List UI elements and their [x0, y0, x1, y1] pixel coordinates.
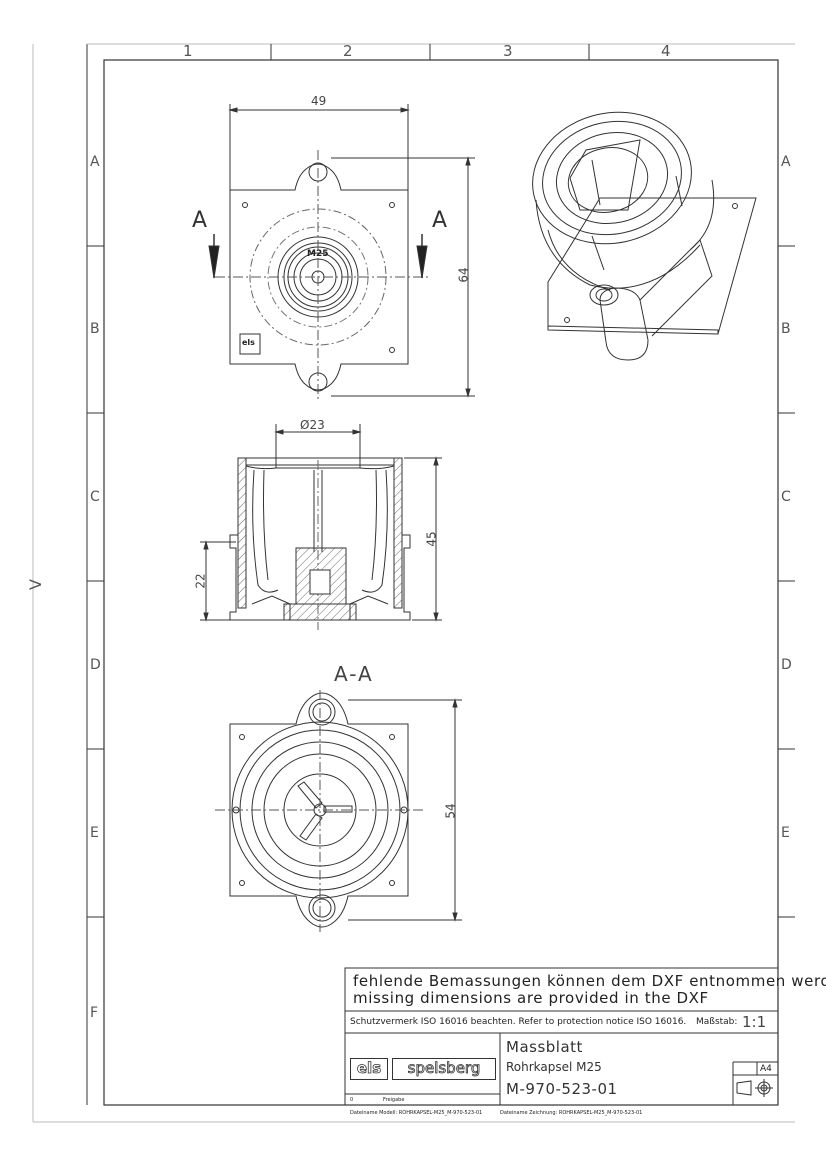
file-model: Dateiname Modell: ROHRKAPSEL-M25_M-970-5…: [350, 1110, 483, 1116]
note-german: fehlende Bemassungen können dem DXF entn…: [353, 972, 826, 990]
grid-row-f-left: F: [90, 1005, 99, 1021]
scale-label: Maßstab:: [696, 1017, 738, 1027]
grid-column-2: 2: [343, 42, 353, 60]
grid-column-1: 1: [183, 42, 193, 60]
part-number: M-970-523-01: [506, 1080, 618, 1098]
dimension-top-width: 49: [311, 94, 327, 108]
grid-column-3: 3: [503, 42, 513, 60]
grid-column-4: 4: [661, 42, 671, 60]
file-drawing: Dateiname Zeichnung: ROHRKAPSEL-M25_M-97…: [500, 1110, 643, 1116]
paper-size: A4: [760, 1064, 772, 1074]
protection-notice: Schutzvermerk ISO 16016 beachten. Refer …: [350, 1017, 687, 1027]
grid-row-b-left: B: [90, 321, 100, 337]
section-mark-left: A: [192, 208, 208, 233]
section-mark-right: A: [432, 208, 448, 233]
grid-row-e-left: E: [90, 825, 99, 841]
scale-value: 1:1: [742, 1013, 767, 1031]
m25-label: M25: [307, 249, 329, 259]
grid-row-e-right: E: [781, 825, 790, 841]
doc-type: Massblatt: [506, 1038, 583, 1056]
logo-brand: spelsberg: [392, 1058, 496, 1080]
grid-row-d-right: D: [781, 657, 792, 673]
section-title: A-A: [334, 662, 374, 686]
grid-row-b-right: B: [781, 321, 791, 337]
logo-mark-small: els: [242, 338, 255, 347]
grid-row-a-right: A: [781, 154, 791, 170]
grid-row-a-left: A: [90, 154, 100, 170]
release-label: Freigabe: [383, 1097, 405, 1103]
grid-row-c-right: C: [781, 489, 791, 505]
product-name: Rohrkapsel M25: [506, 1060, 602, 1074]
brand-logo: els spelsberg: [350, 1058, 496, 1080]
note-english: missing dimensions are provided in the D…: [353, 989, 709, 1007]
dimension-diameter: Ø23: [300, 418, 325, 432]
grid-row-c-left: C: [90, 489, 100, 505]
logo-els: els: [350, 1058, 388, 1080]
revision: 0: [350, 1097, 354, 1103]
grid-row-d-left: D: [90, 657, 101, 673]
